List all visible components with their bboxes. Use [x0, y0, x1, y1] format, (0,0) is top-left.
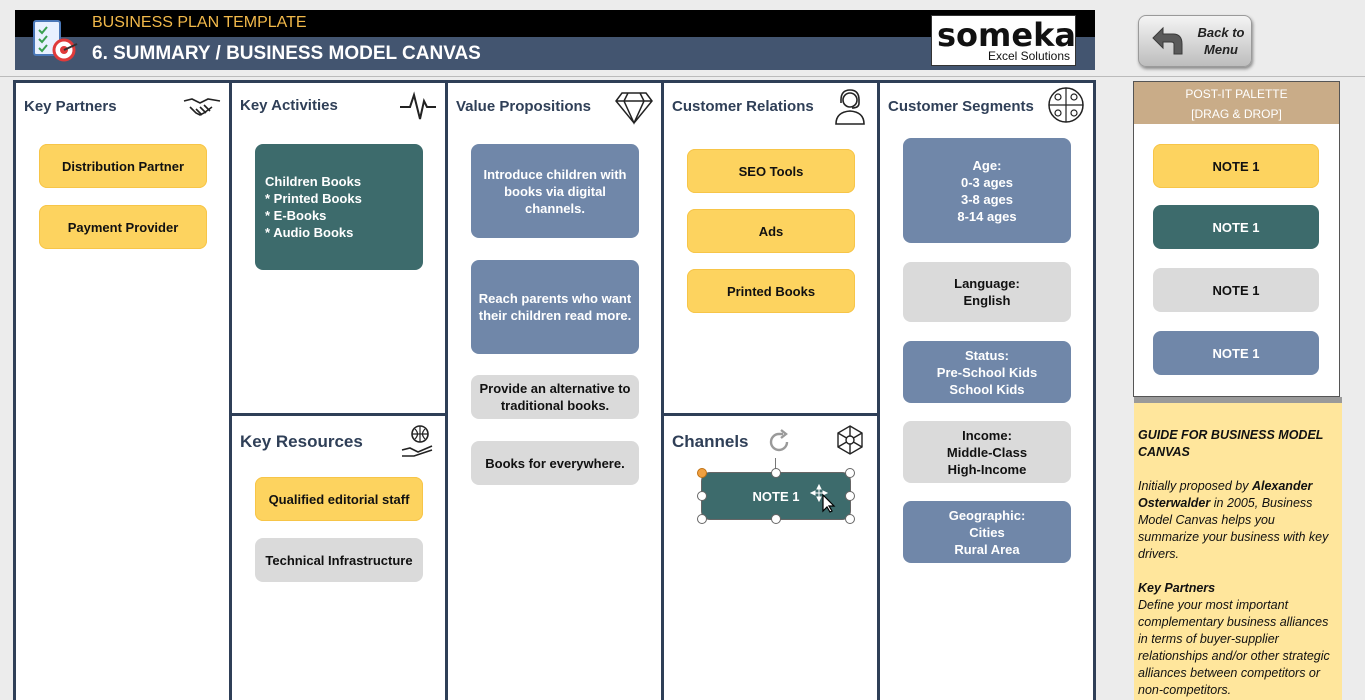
rotate-handle-line [775, 458, 776, 472]
page-title: 6. SUMMARY / BUSINESS MODEL CANVAS [92, 43, 481, 64]
note-qualified-editorial-staff[interactable]: Qualified editorial staff [255, 477, 423, 521]
move-cursor-icon [809, 483, 836, 513]
resize-handle-b[interactable] [771, 514, 781, 524]
key-activities-title: Key Activities [240, 97, 338, 114]
guide-section-title: Key Partners [1138, 581, 1216, 595]
note-channels-selected[interactable]: NOTE 1 [702, 473, 850, 519]
guide-heading: GUIDE FOR BUSINESS MODEL CANVAS [1138, 428, 1324, 459]
guide-intro-pre: Initially proposed by [1138, 479, 1252, 493]
header-top-bar [15, 10, 1095, 37]
diamond-icon [615, 92, 653, 125]
resize-handle-l[interactable] [697, 491, 707, 501]
brand-logo: someka Excel Solutions [931, 15, 1076, 66]
note-technical-infrastructure[interactable]: Technical Infrastructure [255, 538, 423, 582]
key-resources-section: Key Resources Qualified editorial staff … [232, 416, 445, 700]
business-model-canvas: Key Partners Distribution Partner Paymen… [13, 80, 1096, 700]
pulse-icon [400, 91, 436, 120]
palette-header: POST-IT PALETTE [DRAG & DROP] [1134, 82, 1339, 124]
value-propositions-title: Value Propositions [456, 98, 592, 115]
handshake-icon [183, 98, 221, 116]
resize-handle-tl[interactable] [697, 468, 707, 478]
post-it-palette: POST-IT PALETTE [DRAG & DROP] NOTE 1 NOT… [1133, 81, 1340, 397]
note-segment-income[interactable]: Income: Middle-Class High-Income [903, 421, 1071, 483]
support-agent-icon [835, 89, 865, 125]
note-segment-language[interactable]: Language: English [903, 262, 1071, 322]
palette-title: POST-IT PALETTE [1185, 87, 1288, 101]
resize-handle-r[interactable] [845, 491, 855, 501]
resize-handle-tr[interactable] [845, 468, 855, 478]
key-partners-section: Key Partners Distribution Partner Paymen… [16, 83, 229, 700]
note-segment-status[interactable]: Status: Pre-School Kids School Kids [903, 341, 1071, 403]
back-button-label: Back to Menu [1197, 25, 1245, 57]
customer-segments-section: Customer Segments Age: 0-3 ages 3-8 ages… [880, 83, 1093, 700]
palette-subtitle: [DRAG & DROP] [1191, 107, 1282, 121]
key-resources-title: Key Resources [240, 432, 363, 451]
note-children-books[interactable]: Children Books * Printed Books * E-Books… [255, 144, 423, 270]
guide-intro-post: in 2005, Business Model Canvas helps you… [1138, 496, 1329, 561]
note-introduce-children[interactable]: Introduce children with books via digita… [471, 144, 639, 238]
note-seo-tools[interactable]: SEO Tools [687, 149, 855, 193]
note-reach-parents[interactable]: Reach parents who want their children re… [471, 260, 639, 354]
note-distribution-partner[interactable]: Distribution Partner [39, 144, 207, 188]
channels-title: Channels [672, 432, 749, 451]
rotate-handle-icon[interactable] [765, 428, 793, 456]
note-segment-age[interactable]: Age: 0-3 ages 3-8 ages 8-14 ages [903, 138, 1071, 243]
brand-subtitle: Excel Solutions [987, 49, 1070, 63]
guide-text: GUIDE FOR BUSINESS MODEL CANVAS Initiall… [1138, 427, 1338, 699]
key-activities-section: Key Activities Children Books * Printed … [232, 83, 445, 413]
resize-handle-bl[interactable] [697, 514, 707, 524]
note-payment-provider[interactable]: Payment Provider [39, 205, 207, 249]
value-propositions-section: Value Propositions Introduce children wi… [448, 83, 661, 700]
note-alternative-books[interactable]: Provide an alternative to traditional bo… [471, 375, 639, 419]
globe-hand-icon [401, 425, 433, 457]
resize-handle-br[interactable] [845, 514, 855, 524]
customer-relations-title: Customer Relations [672, 98, 814, 115]
channels-section: Channels NOTE 1 [664, 416, 877, 700]
note-ads[interactable]: Ads [687, 209, 855, 253]
back-to-menu-button[interactable]: Back to Menu [1138, 15, 1252, 67]
note-segment-geographic[interactable]: Geographic: Cities Rural Area [903, 501, 1071, 563]
note-printed-books[interactable]: Printed Books [687, 269, 855, 313]
palette-note-gray[interactable]: NOTE 1 [1153, 268, 1319, 312]
template-title: BUSINESS PLAN TEMPLATE [92, 14, 307, 31]
guide-author: Alexander Osterwalder [1138, 479, 1313, 510]
key-partners-title: Key Partners [24, 98, 117, 115]
divider [0, 76, 1365, 77]
back-arrow-icon [1152, 26, 1183, 55]
palette-note-teal[interactable]: NOTE 1 [1153, 205, 1319, 249]
audience-icon [1048, 87, 1084, 123]
guide-section-text: Define your most important complementary… [1138, 598, 1330, 697]
customer-segments-title: Customer Segments [888, 98, 1034, 115]
checklist-target-icon [33, 20, 78, 62]
customer-relations-section: Customer Relations SEO Tools Ads Printed… [664, 83, 877, 413]
resize-handle-t[interactable] [771, 468, 781, 478]
brand-name: someka [937, 16, 1076, 54]
palette-note-yellow[interactable]: NOTE 1 [1153, 144, 1319, 188]
network-icon [837, 425, 863, 455]
guide-panel: GUIDE FOR BUSINESS MODEL CANVAS Initiall… [1134, 403, 1342, 700]
palette-note-blue[interactable]: NOTE 1 [1153, 331, 1319, 375]
note-books-everywhere[interactable]: Books for everywhere. [471, 441, 639, 485]
